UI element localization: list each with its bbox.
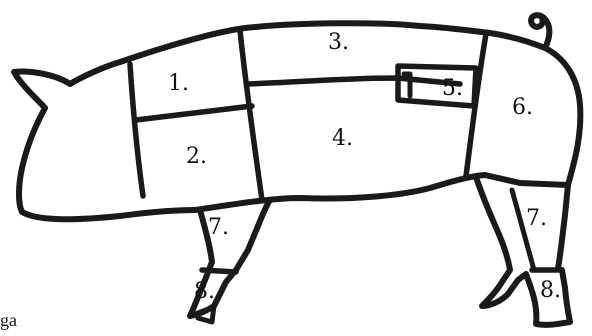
cut-line-3-4 [248, 78, 460, 84]
cut-label-3: 3. [328, 30, 349, 55]
cut-label-8-front: 8. [194, 279, 215, 304]
cut-line-shoulder [240, 30, 262, 200]
cut-label-4: 4. [332, 126, 353, 151]
front-leg-inner [238, 226, 258, 266]
cut-label-2: 2. [186, 144, 207, 169]
cut-label-7-rear: 7. [526, 206, 547, 231]
cut-line-1-2 [136, 106, 252, 120]
cut-label-5: 5. [442, 76, 463, 101]
caption-fragment: ga [0, 311, 17, 329]
front-leg-cut-7-8 [202, 270, 236, 272]
cut-line-neck [130, 64, 143, 196]
cut-label-6: 6. [512, 95, 533, 120]
cut-label-7-front: 7. [208, 215, 229, 240]
cut-label-8-rear: 8. [540, 278, 561, 303]
cut-label-1: 1. [168, 71, 189, 96]
